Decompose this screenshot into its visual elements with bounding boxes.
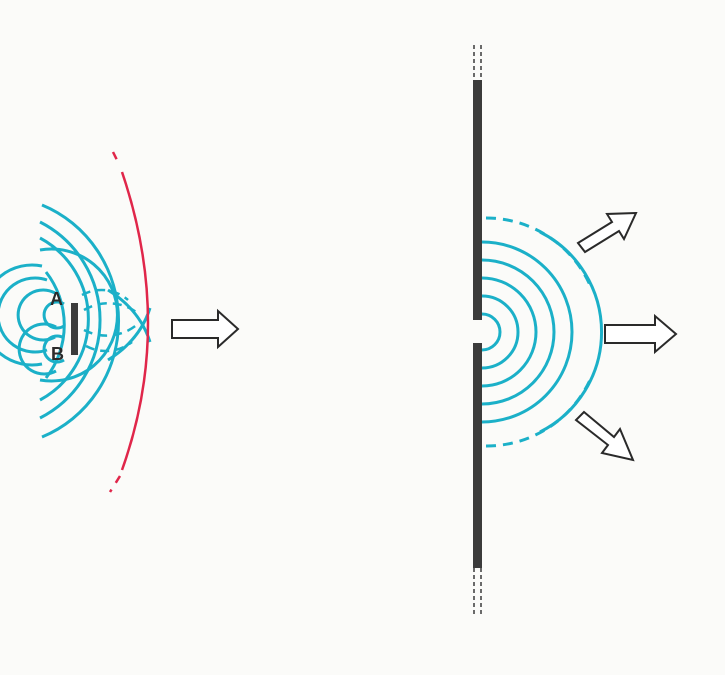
right-arrow-icon (605, 316, 676, 352)
diffracted-wavefronts (482, 242, 572, 422)
diffracted-wavefronts-dashed (486, 218, 590, 446)
outer-wavefronts (40, 205, 119, 437)
barrier-lower (473, 343, 482, 568)
huygens-source-panel: A B (0, 152, 238, 492)
source-label-b: B (51, 344, 64, 364)
source-bar (71, 303, 78, 355)
outer-wavefront-3 (42, 205, 119, 437)
diffracted-wavefront-1 (482, 314, 500, 350)
diffracted-wavefront-5 (482, 242, 572, 422)
diffracted-wavefront-3 (482, 278, 536, 386)
barrier-upper (473, 80, 482, 320)
right-arrow-icon (172, 311, 238, 347)
dashed-diffraction-lower (486, 380, 590, 446)
up-right-arrow-icon (578, 213, 636, 252)
barrier-continuation-top (474, 45, 481, 80)
dashed-wavelet-3 (84, 322, 140, 336)
envelope-dash-bottom (110, 476, 120, 492)
source-label-a: A (50, 289, 63, 309)
down-right-arrow-icon (576, 412, 633, 460)
dashed-diffraction-upper (486, 218, 590, 285)
slit-diffraction-panel (473, 45, 676, 615)
barrier-continuation-bottom (474, 568, 481, 615)
envelope-dash-top (113, 152, 120, 166)
